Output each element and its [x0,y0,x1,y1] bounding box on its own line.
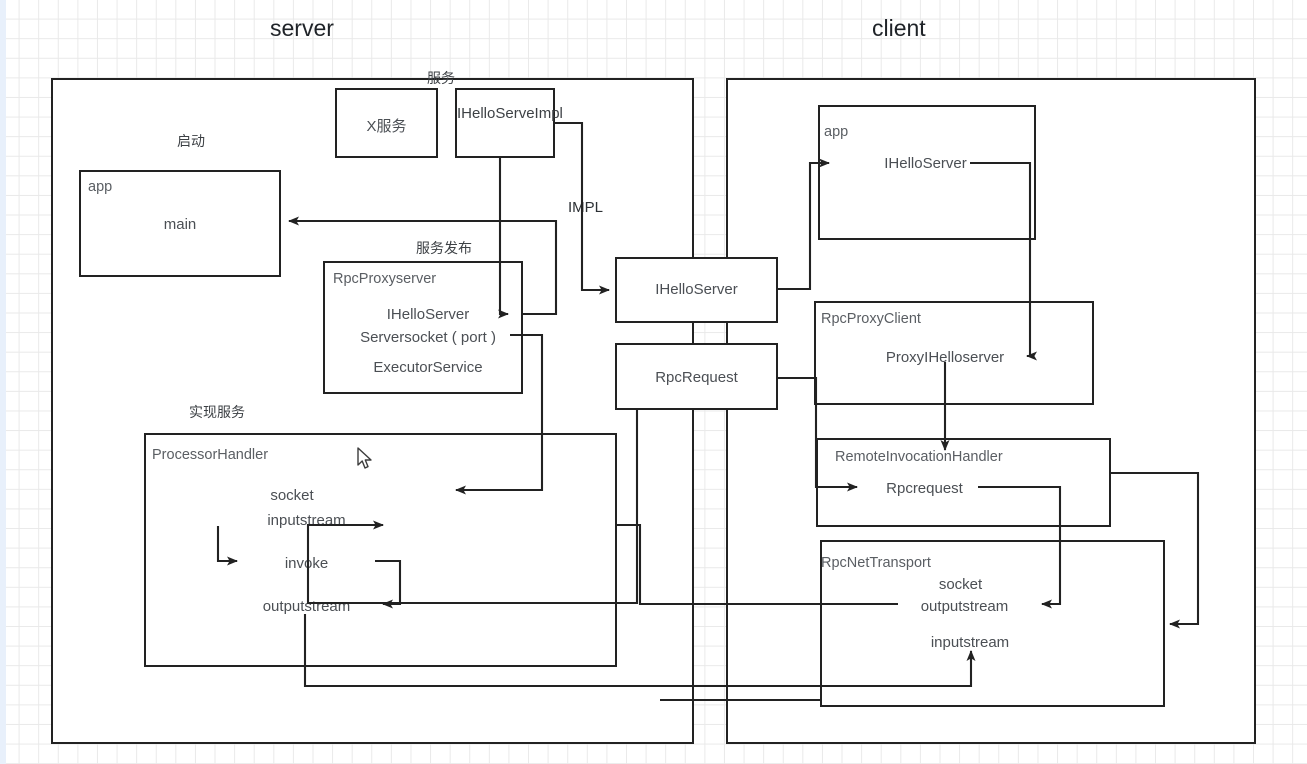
left-gutter-strip [0,0,6,764]
label-implement-service: 实现服务 [189,404,245,420]
wire-rpcrequest-to-processor-inputstream [306,410,639,605]
box-x-service[interactable] [335,88,438,158]
box-rpc-proxy-client[interactable] [814,301,1094,405]
box-processor-handler-item-invoke: invoke [284,555,329,572]
box-rpc-net-transport-item-socket: socket [938,576,983,593]
wire-middle-rpcrequest-to-client-rpcrequest [778,376,858,492]
box-rpc-proxy-server-item-executorservice: ExecutorService [373,359,483,376]
wire-impl-to-ihelloserver [555,121,610,295]
box-rpc-proxy-server-title: RpcProxyserver [333,271,437,287]
wire-proxyserver-to-main [288,216,558,316]
wire-nettransport-outputstream-to-server [617,523,898,606]
box-client-app[interactable] [818,105,1036,240]
box-processor-handler[interactable] [144,433,617,667]
box-processor-handler-item-socket: socket [270,487,314,504]
box-rpc-net-transport-item-inputstream: inputstream [930,634,1010,651]
box-rpc-proxy-server[interactable] [323,261,523,394]
box-remote-invocation-handler-item-rpcrequest: Rpcrequest [886,480,963,497]
wire-middle-ihelloserver-to-client-app [778,158,830,291]
box-client-app-title: app [824,124,849,140]
title-client: client [872,15,926,41]
box-remote-invocation-handler-title: RemoteInvocationHandler [835,449,1003,465]
label-startup: 启动 [177,133,205,149]
title-server: server [270,15,334,41]
box-server-app-title: app [88,179,113,195]
wire-remoteinvocationhandler-to-nettransport [1111,471,1200,629]
box-server-app[interactable] [79,170,281,277]
box-x-service-label: X服务 [366,118,407,135]
wire-processor-outputstream-to-client-inputstream [303,614,976,688]
box-middle-ihelloserver-label: IHelloServer [655,281,738,298]
label-service: 服务 [427,70,455,86]
wire-serversocket-to-processor-socket [455,333,544,495]
box-rpc-net-transport[interactable] [820,540,1165,707]
box-rpc-net-transport-title: RpcNetTransport [821,555,931,571]
box-middle-rpcrequest[interactable] [615,343,778,410]
box-middle-rpcrequest-label: RpcRequest [655,369,738,386]
box-rpc-proxy-server-item-serversocket: Serversocket ( port ) [360,329,496,346]
edge-label-impl: IMPL [568,199,604,216]
box-rpc-proxy-server-item-ihelloserver: IHelloServer [386,306,470,323]
box-middle-ihelloserver[interactable] [615,257,778,323]
box-rpc-net-transport-item-outputstream: outputstream [920,598,1009,615]
box-rpc-proxy-client-item-proxyihelloserver: ProxyIHelloserver [885,349,1005,366]
box-client-app-item-ihelloserver: IHelloServer [884,155,967,172]
wire-impl-to-proxyserver-ihelloserver [498,158,509,319]
box-rpc-proxy-client-title: RpcProxyClient [821,311,921,327]
box-remote-invocation-handler[interactable] [816,438,1111,527]
box-ihelloserveimpl-label: IHelloServeImpl [457,105,563,122]
box-ihelloserveimpl[interactable] [455,88,555,158]
wire-client-app-to-proxyihelloserver [970,161,1037,361]
label-service-publish: 服务发布 [416,240,472,256]
box-processor-handler-title: ProcessorHandler [152,447,269,463]
wire-inputstream-to-invoke [216,526,238,566]
box-server-app-item-main: main [163,216,197,233]
wire-invoke-to-outputstream [375,559,402,609]
wire-client-rpcrequest-to-nettransport-outputstream [978,485,1062,609]
